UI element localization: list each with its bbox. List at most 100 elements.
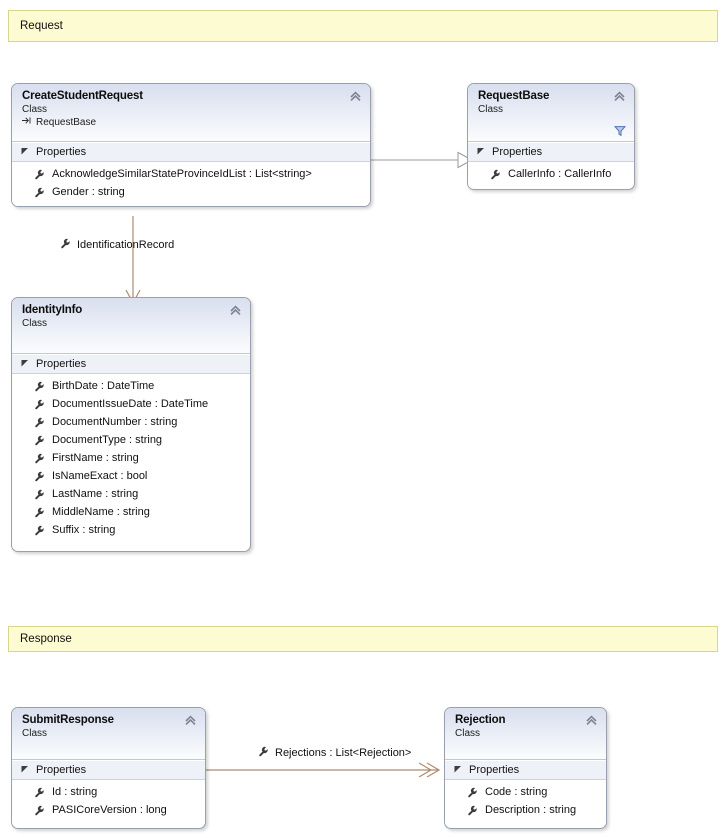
- class-shape-identityinfo[interactable]: IdentityInfo Class Properties BirthDate …: [11, 297, 251, 552]
- class-shape-submitresponse[interactable]: SubmitResponse Class Properties Id : str…: [11, 707, 206, 829]
- member-label: Id : string: [52, 786, 98, 798]
- member-row[interactable]: BirthDate : DateTime: [12, 377, 250, 395]
- member-row[interactable]: IsNameExact : bool: [12, 467, 250, 485]
- class-header-identityinfo: IdentityInfo Class: [12, 298, 250, 354]
- member-list: Id : string PASICoreVersion : long: [12, 780, 205, 824]
- member-label: Description : string: [485, 804, 577, 816]
- class-header-createstudentrequest: CreateStudentRequest Class RequestBase: [12, 84, 370, 142]
- member-label: DocumentType : string: [52, 434, 163, 446]
- wrench-icon: [34, 787, 45, 798]
- member-label: FirstName : string: [52, 452, 139, 464]
- banner-request[interactable]: Request: [8, 10, 718, 42]
- association-label-text: IdentificationRecord: [77, 239, 175, 251]
- wrench-icon: [34, 507, 45, 518]
- member-row[interactable]: MiddleName : string: [12, 503, 250, 521]
- class-kind: Class: [455, 728, 481, 739]
- member-label: Code : string: [485, 786, 548, 798]
- association-label-text: Rejections : List<Rejection>: [275, 747, 412, 759]
- compartment-header-properties[interactable]: Properties: [12, 760, 205, 780]
- expander-triangle-icon[interactable]: [454, 764, 462, 776]
- member-label: LastName : string: [52, 488, 139, 500]
- compartment-header-properties[interactable]: Properties: [12, 142, 370, 162]
- member-label: CallerInfo : CallerInfo: [508, 168, 612, 180]
- member-row[interactable]: LastName : string: [12, 485, 250, 503]
- member-row[interactable]: FirstName : string: [12, 449, 250, 467]
- connector-inheritance-createstudentrequest-requestbase[interactable]: [368, 148, 474, 172]
- member-label: DocumentNumber : string: [52, 416, 178, 428]
- expander-triangle-icon[interactable]: [21, 764, 29, 776]
- expander-triangle-icon[interactable]: [477, 146, 485, 158]
- chevron-collapse-icon[interactable]: [349, 90, 362, 103]
- banner-response[interactable]: Response: [8, 626, 718, 652]
- association-label-rejections: Rejections : List<Rejection>: [258, 746, 411, 760]
- wrench-icon: [34, 805, 45, 816]
- wrench-icon: [34, 381, 45, 392]
- banner-request-label: Request: [20, 20, 63, 32]
- compartment-label: Properties: [36, 146, 87, 158]
- compartment-label: Properties: [492, 146, 543, 158]
- member-row[interactable]: Id : string: [12, 783, 205, 801]
- member-label: AcknowledgeSimilarStateProvinceIdList : …: [52, 168, 312, 180]
- expander-triangle-icon[interactable]: [21, 358, 29, 370]
- member-label: Suffix : string: [52, 524, 116, 536]
- inheritance-arrow-icon: [22, 116, 32, 129]
- class-name: CreateStudentRequest: [22, 90, 143, 102]
- chevron-collapse-icon[interactable]: [613, 90, 626, 103]
- wrench-icon: [34, 435, 45, 446]
- member-row[interactable]: AcknowledgeSimilarStateProvinceIdList : …: [12, 165, 370, 183]
- member-row[interactable]: Description : string: [445, 801, 606, 819]
- member-label: DocumentIssueDate : DateTime: [52, 398, 209, 410]
- member-row[interactable]: Code : string: [445, 783, 606, 801]
- compartment-header-properties[interactable]: Properties: [12, 354, 250, 374]
- class-name: SubmitResponse: [22, 714, 114, 726]
- member-list: CallerInfo : CallerInfo: [468, 162, 634, 188]
- chevron-collapse-icon[interactable]: [229, 304, 242, 317]
- member-label: MiddleName : string: [52, 506, 150, 518]
- compartment-label: Properties: [36, 358, 87, 370]
- class-shape-createstudentrequest[interactable]: CreateStudentRequest Class RequestBase: [11, 83, 371, 207]
- member-list: AcknowledgeSimilarStateProvinceIdList : …: [12, 162, 370, 206]
- member-list: Code : string Description : string: [445, 780, 606, 824]
- wrench-icon: [34, 399, 45, 410]
- member-row[interactable]: Suffix : string: [12, 521, 250, 539]
- chevron-collapse-icon[interactable]: [184, 714, 197, 727]
- member-row[interactable]: PASICoreVersion : long: [12, 801, 205, 819]
- compartment-label: Properties: [469, 764, 520, 776]
- member-label: Gender : string: [52, 186, 125, 198]
- wrench-icon: [34, 489, 45, 500]
- class-shape-requestbase[interactable]: RequestBase Class Properties: [467, 83, 635, 190]
- compartment-header-properties[interactable]: Properties: [468, 142, 634, 162]
- class-kind: Class: [22, 318, 48, 329]
- wrench-icon: [258, 746, 269, 760]
- class-kind: Class: [478, 104, 504, 115]
- class-name: RequestBase: [478, 90, 550, 102]
- wrench-icon: [34, 169, 45, 180]
- banner-response-label: Response: [20, 633, 72, 645]
- class-shape-rejection[interactable]: Rejection Class Properties Code : string…: [444, 707, 607, 829]
- member-label: PASICoreVersion : long: [52, 804, 167, 816]
- filter-icon[interactable]: [613, 125, 627, 137]
- member-label: IsNameExact : bool: [52, 470, 148, 482]
- wrench-icon: [34, 453, 45, 464]
- class-name: Rejection: [455, 714, 506, 726]
- expander-triangle-icon[interactable]: [21, 146, 29, 158]
- member-row[interactable]: DocumentIssueDate : DateTime: [12, 395, 250, 413]
- compartment-header-properties[interactable]: Properties: [445, 760, 606, 780]
- member-label: BirthDate : DateTime: [52, 380, 155, 392]
- member-row[interactable]: Gender : string: [12, 183, 370, 201]
- wrench-icon: [60, 238, 71, 252]
- class-name: IdentityInfo: [22, 304, 83, 316]
- chevron-collapse-icon[interactable]: [585, 714, 598, 727]
- class-header-requestbase: RequestBase Class: [468, 84, 634, 142]
- wrench-icon: [34, 417, 45, 428]
- class-kind: Class: [22, 728, 48, 739]
- wrench-icon: [467, 787, 478, 798]
- member-list: BirthDate : DateTime DocumentIssueDate :…: [12, 374, 250, 544]
- wrench-icon: [34, 187, 45, 198]
- member-row[interactable]: DocumentNumber : string: [12, 413, 250, 431]
- member-row[interactable]: DocumentType : string: [12, 431, 250, 449]
- connector-association-rejections[interactable]: [205, 760, 445, 780]
- connector-association-identificationrecord[interactable]: [120, 216, 146, 308]
- member-row[interactable]: CallerInfo : CallerInfo: [468, 165, 634, 183]
